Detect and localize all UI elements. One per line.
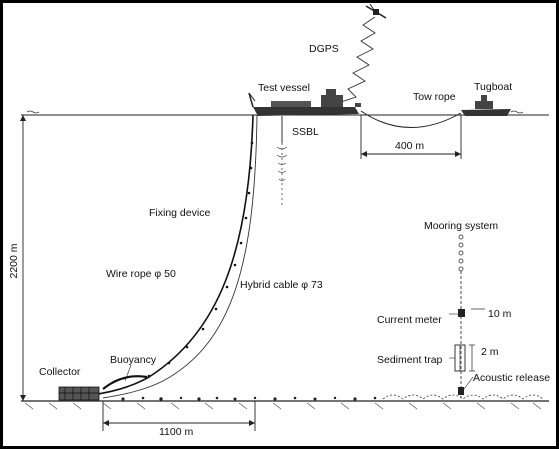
wire-rope <box>102 114 258 399</box>
dgps-signal-zigzag <box>334 16 376 110</box>
seabed-nodules <box>121 396 377 401</box>
dim-2200-arrow-bottom <box>20 395 26 401</box>
surface-wave-left <box>26 110 40 114</box>
dim-1100-arrow-left <box>103 420 109 426</box>
satellite-icon <box>365 3 387 19</box>
acoustic-release-body <box>458 387 464 395</box>
label-acoustic-release: Acoustic release <box>473 372 550 384</box>
label-mooring-system: Mooring system <box>424 220 498 232</box>
label-wire-rope: Wire rope φ 50 <box>106 268 176 280</box>
label-collector: Collector <box>39 366 81 378</box>
current-meter-body <box>458 309 465 317</box>
label-buoyancy: Buoyancy <box>110 354 157 366</box>
label-fixing-device: Fixing device <box>149 207 210 219</box>
dim-400-arrow-right <box>455 151 461 157</box>
label-test-vessel: Test vessel <box>258 82 310 94</box>
seabed-hatching <box>24 402 542 410</box>
label-distance-1100: 1100 m <box>159 426 193 438</box>
ssbl-arcs <box>276 146 288 181</box>
label-current-meter: Current meter <box>377 314 442 326</box>
label-sediment-trap: Sediment trap <box>377 354 443 366</box>
mooring-buoy-icon <box>458 234 464 272</box>
deep-sea-mining-diagram: DGPS Test vessel Tow rope Tugboat SSBL 4… <box>8 3 550 438</box>
tugboat-icon <box>461 95 511 116</box>
label-hybrid-cable: Hybrid cable φ 73 <box>240 279 323 291</box>
label-distance-2: 2 m <box>481 346 499 358</box>
collector-icon <box>58 386 100 401</box>
buoyancy-section <box>102 375 148 390</box>
fixing-device-beads <box>147 141 254 378</box>
vessel-icon <box>248 89 361 116</box>
label-depth-2200: 2200 m <box>8 243 20 278</box>
dim-400-arrow-left <box>361 151 367 157</box>
hybrid-cable <box>90 114 254 396</box>
surface-wave-right <box>510 110 524 114</box>
label-distance-10: 10 m <box>488 308 512 320</box>
dim-2200-arrow-top <box>20 115 26 121</box>
label-dgps: DGPS <box>309 43 339 55</box>
tow-rope <box>360 110 462 128</box>
leader-buoyancy <box>124 364 132 382</box>
label-distance-400: 400 m <box>395 140 424 152</box>
label-ssbl: SSBL <box>292 126 319 138</box>
label-tugboat: Tugboat <box>474 81 512 93</box>
dim-1100-arrow-right <box>249 420 255 426</box>
leader-acoustic-release <box>463 376 474 390</box>
label-tow-rope: Tow rope <box>413 91 456 103</box>
seabed-mounds <box>382 394 544 400</box>
